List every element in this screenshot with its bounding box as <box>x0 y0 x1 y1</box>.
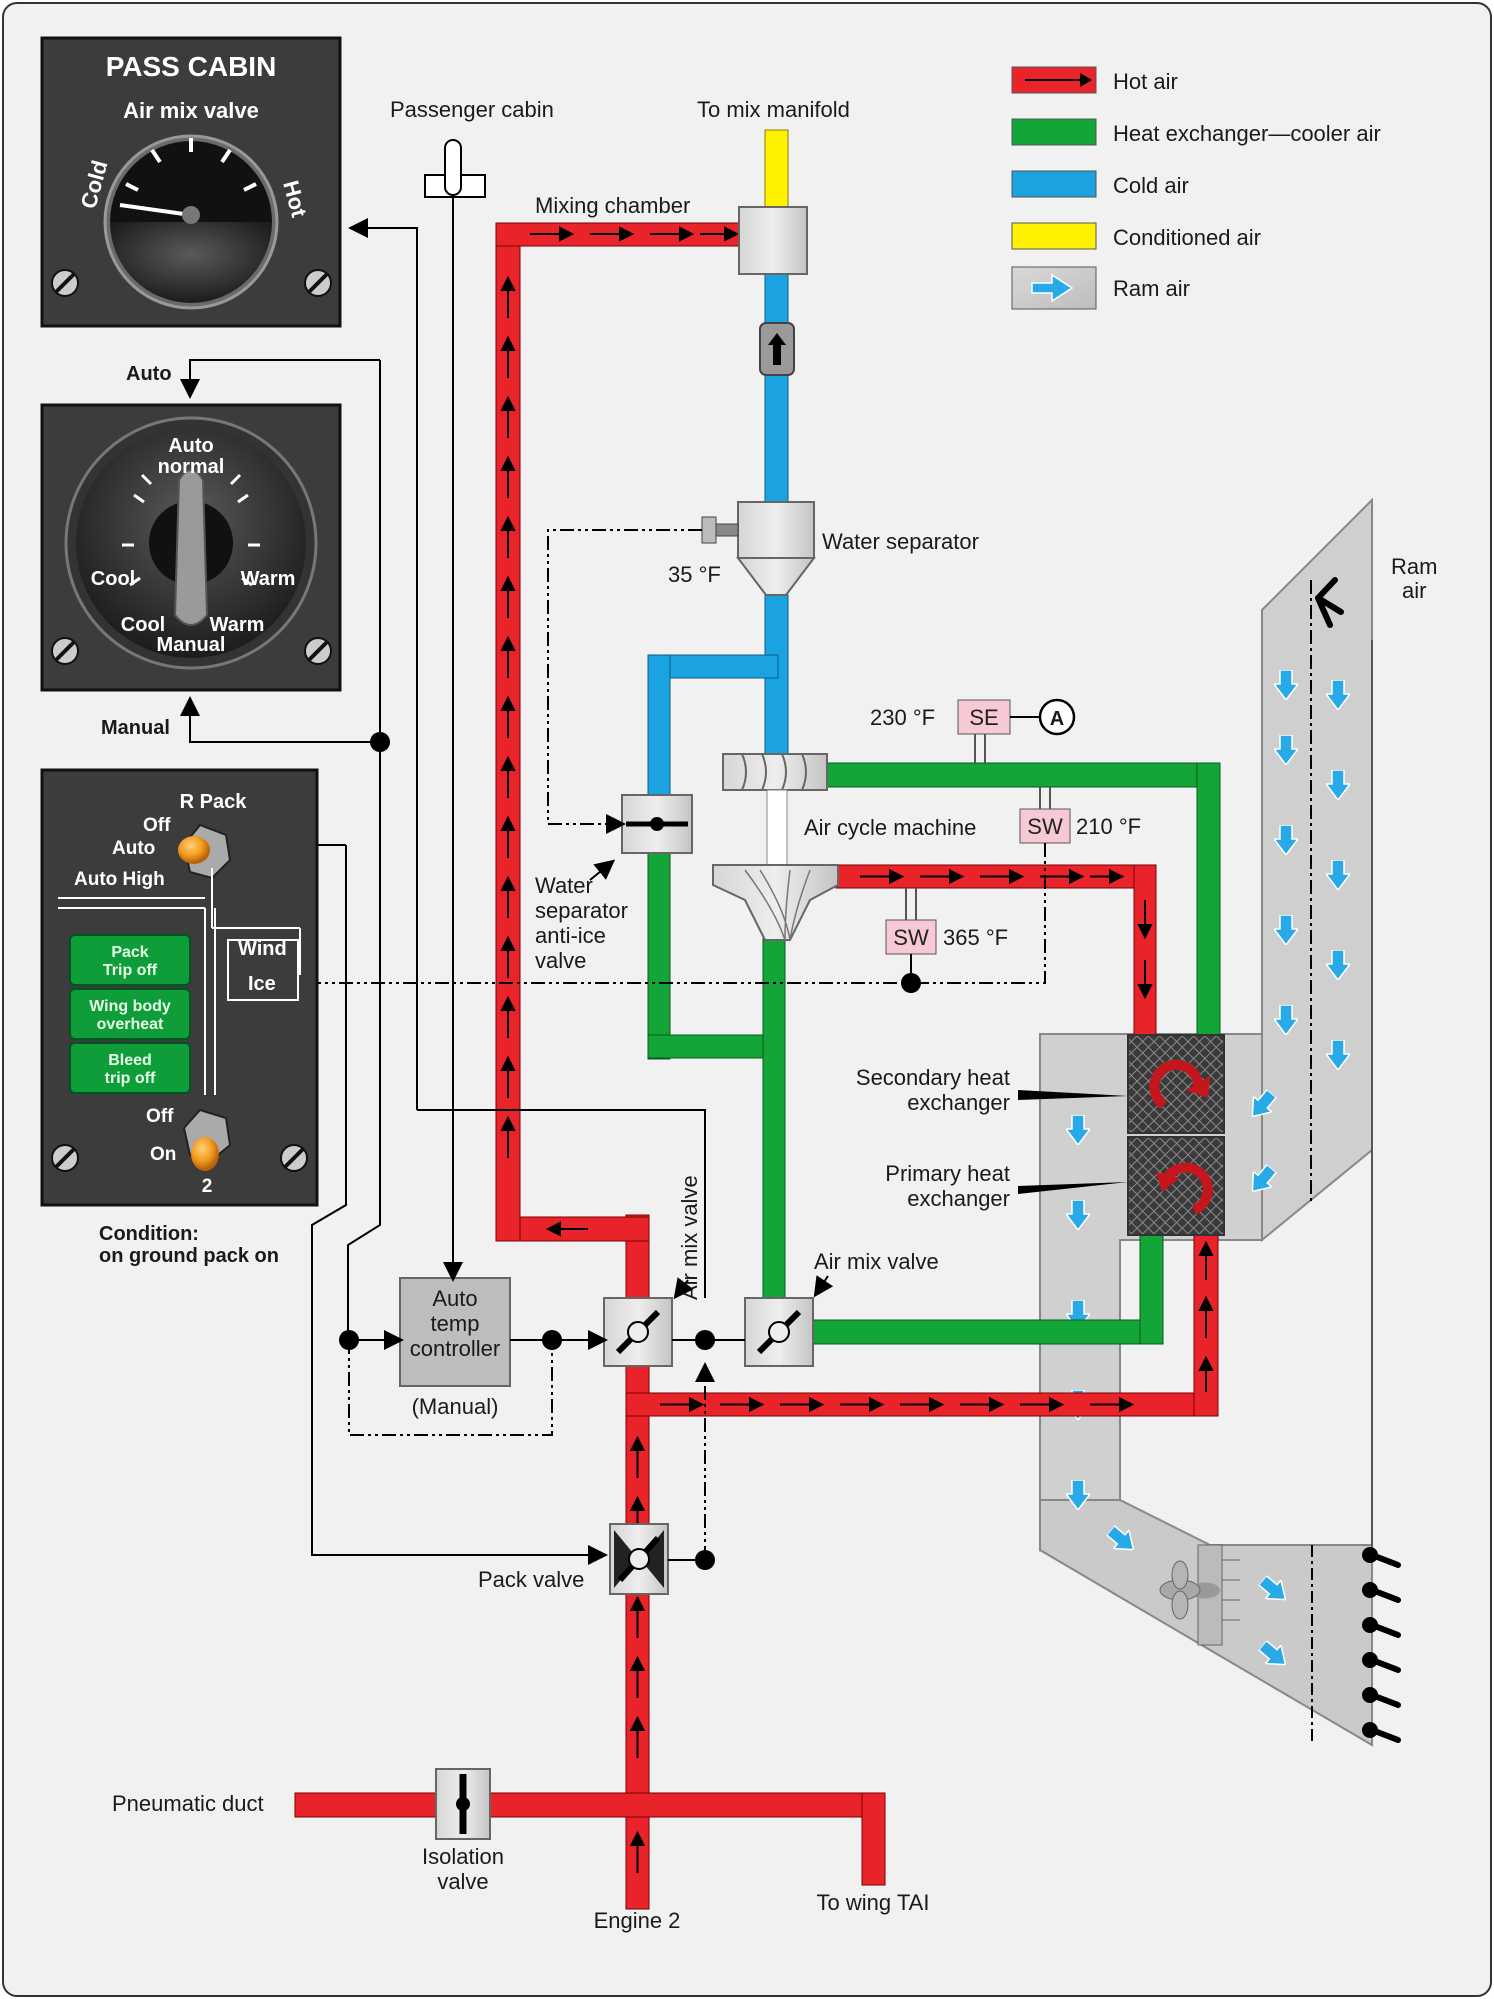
bleed-trip-off-2: trip off <box>105 1070 156 1087</box>
primary-heat-exchanger <box>1127 1136 1225 1236</box>
pass-cabin-panel: PASS CABIN Air mix valve Cold Hot <box>40 36 342 328</box>
ice-label: Ice <box>248 973 276 995</box>
air-cycle-machine-label: Air cycle machine <box>804 815 976 840</box>
auto-temp-controller: Auto temp controller <box>399 1277 511 1387</box>
conditioned-air-duct <box>764 129 789 208</box>
water-separator <box>701 501 817 596</box>
ws-anti-ice-label-1: Water <box>535 873 593 898</box>
auto-normal-label-2: normal <box>158 456 225 478</box>
pack-trip-off-1: Pack <box>111 944 148 961</box>
cool-manual-label: Cool <box>121 614 165 636</box>
ws-anti-ice-label-4: valve <box>535 948 586 973</box>
sensor-sw-210: SW <box>1019 787 1071 844</box>
temp-365-label: 365 °F <box>943 925 1008 950</box>
secondary-heat-exchanger <box>1127 1034 1225 1134</box>
primary-hx-label-1: Primary heat <box>885 1161 1010 1186</box>
r-pack-panel: R Pack Off Auto Auto High Pack Trip off … <box>40 768 319 1207</box>
passenger-cabin-label: Passenger cabin <box>390 97 554 122</box>
ram-air-label-2: air <box>1402 578 1426 603</box>
switch2-off-label: Off <box>146 1106 174 1127</box>
circle-a-label: A <box>1050 708 1064 730</box>
to-wing-tai-label: To wing TAI <box>817 1890 930 1915</box>
temp-210-label: 210 °F <box>1076 814 1141 839</box>
manual-arrow-label: Manual <box>101 717 170 739</box>
legend-label-cooler: Heat exchanger—cooler air <box>1113 121 1381 146</box>
engine-2-label: Engine 2 <box>594 1908 681 1933</box>
isolation-label-2: valve <box>437 1869 488 1894</box>
air-mix-valve-hot <box>603 1297 673 1367</box>
temp-35-label: 35 °F <box>668 562 721 587</box>
legend: Hot air Heat exchanger—cooler air Cold a… <box>1011 66 1381 310</box>
legend-label-ram: Ram air <box>1113 276 1190 301</box>
pneumatic-duct-label: Pneumatic duct <box>112 1791 264 1816</box>
passenger-cabin-sensor <box>424 139 486 1282</box>
legend-swatch-cold <box>1011 170 1097 198</box>
r-pack-off-label: Off <box>143 815 171 836</box>
wind-label: Wind <box>238 938 287 960</box>
air-cycle-machine <box>712 753 839 941</box>
r-pack-title: R Pack <box>180 791 248 813</box>
manual-paren-label: (Manual) <box>412 1394 499 1419</box>
cooler-air-ducts <box>647 762 1221 1345</box>
temp-selector-panel: Auto normal Cool Warm Cool Warm Manual <box>40 403 342 692</box>
air-mix-valve-panel-label: Air mix valve <box>123 98 259 123</box>
junction-dots <box>339 732 921 1570</box>
cool-label: Cool <box>91 568 135 590</box>
r-pack-auto-label: Auto <box>112 838 155 859</box>
secondary-hx-label-2: exchanger <box>907 1090 1010 1115</box>
mixing-chamber-label: Mixing chamber <box>535 193 690 218</box>
water-separator-label: Water separator <box>822 529 979 554</box>
isolation-valve <box>435 1768 491 1840</box>
auto-temp-label-1: Auto <box>432 1286 477 1311</box>
air-mix-valve-label: Air mix valve <box>814 1249 939 1274</box>
to-mix-manifold-label: To mix manifold <box>697 97 850 122</box>
auto-arrow-label: Auto <box>126 363 172 385</box>
ws-anti-ice-label-3: anti-ice <box>535 923 606 948</box>
warm-manual-label: Warm <box>210 614 265 636</box>
ws-anti-ice-label-2: separator <box>535 898 628 923</box>
air-mix-valve-cold <box>744 1297 814 1367</box>
sw1-label: SW <box>1027 814 1063 839</box>
auto-normal-label-1: Auto <box>168 435 214 457</box>
pass-cabin-title: PASS CABIN <box>106 51 277 82</box>
warm-label: Warm <box>241 568 296 590</box>
auto-temp-label-2: temp <box>431 1311 480 1336</box>
air-mix-valve-vertical-label: Air mix valve <box>677 1175 702 1300</box>
temp-230-label: 230 °F <box>870 705 935 730</box>
pack-trip-off-2: Trip off <box>103 962 158 979</box>
secondary-hx-label-1: Secondary heat <box>856 1065 1010 1090</box>
check-valve <box>759 322 795 376</box>
primary-hx-label-2: exchanger <box>907 1186 1010 1211</box>
condition-label-2: on ground pack on <box>99 1245 279 1267</box>
isolation-label-1: Isolation <box>422 1844 504 1869</box>
mixing-chamber <box>738 206 808 275</box>
switch2-on-label: On <box>150 1144 176 1165</box>
hot-air-arrows <box>500 226 1214 1873</box>
auto-temp-label-3: controller <box>410 1336 500 1361</box>
wing-body-overheat-1: Wing body <box>89 998 171 1015</box>
pack-valve-label: Pack valve <box>478 1567 584 1592</box>
bleed-trip-off-1: Bleed <box>108 1052 152 1069</box>
wing-body-overheat-2: overheat <box>97 1016 164 1033</box>
ram-air-label-1: Ram <box>1391 554 1437 579</box>
se-label: SE <box>969 705 998 730</box>
water-separator-anti-ice-valve <box>621 794 693 854</box>
legend-label-cold: Cold air <box>1113 173 1189 198</box>
pack-valve <box>609 1523 669 1595</box>
sensor-se: SE A <box>957 698 1076 763</box>
condition-label-1: Condition: <box>99 1223 199 1245</box>
sensor-sw-365: SW <box>885 888 937 955</box>
legend-swatch-cooler <box>1011 118 1097 146</box>
r-pack-auto-high-label: Auto High <box>74 869 165 890</box>
ram-air-fan <box>1159 1544 1240 1646</box>
legend-swatch-conditioned <box>1011 222 1097 250</box>
sw2-label: SW <box>893 925 929 950</box>
legend-label-conditioned: Conditioned air <box>1113 225 1261 250</box>
switch2-number: 2 <box>202 1176 213 1197</box>
legend-label-hot: Hot air <box>1113 69 1178 94</box>
manual-dial-label: Manual <box>157 634 226 656</box>
